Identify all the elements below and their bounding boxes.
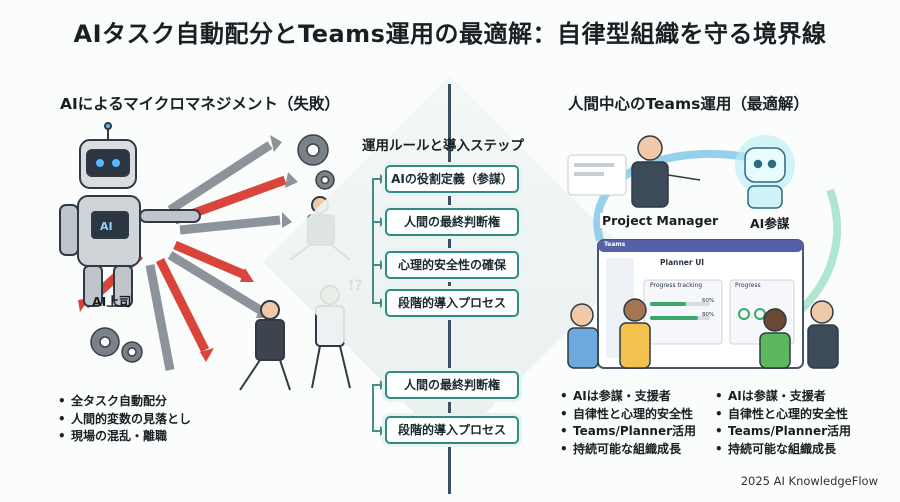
left-section-title: AIによるマイクロマネジメント（失敗） bbox=[60, 95, 340, 113]
list-item: 自律性と心理的安全性 bbox=[560, 406, 696, 424]
progress-label: Progress bbox=[735, 282, 761, 289]
page-title: AIタスク自動配分とTeams運用の最適解：自律型組織を守る境界線 bbox=[73, 20, 827, 48]
list-item: 持続可能な組織成長 bbox=[560, 441, 696, 459]
arrows-chaos bbox=[81, 141, 287, 371]
left-bullet-list: 全タスク自動配分 人間的変数の見落とし 現場の混乱・離職 bbox=[58, 393, 191, 446]
gear-icon bbox=[90, 134, 335, 363]
pm-label: Project Manager bbox=[600, 213, 721, 228]
ai-advisor-figure bbox=[735, 135, 795, 209]
footer-credit: 2025 AI KnowledgeFlow bbox=[740, 474, 878, 488]
step-connector bbox=[372, 217, 386, 227]
list-item: 全タスク自動配分 bbox=[58, 393, 191, 411]
steps-bracket-top bbox=[372, 178, 374, 302]
list-item: 自律性と心理的安全性 bbox=[715, 406, 851, 424]
project-manager-figure bbox=[631, 135, 701, 208]
robot-boss bbox=[59, 122, 201, 307]
middle-section-title: 運用ルールと導入ステップ bbox=[362, 138, 524, 154]
list-item: 人間的変数の見落とし bbox=[58, 411, 191, 429]
right-section-title: 人間中心のTeams運用（最適解） bbox=[568, 95, 809, 113]
step-box-role-definition: AIの役割定義（参謀） bbox=[385, 165, 519, 193]
step-box-final-decision: 人間の最終判断権 bbox=[385, 208, 519, 236]
list-item: AIは参謀・支援者 bbox=[560, 388, 696, 406]
human-centric-illustration bbox=[567, 135, 842, 369]
progress-pct-a: 60% bbox=[702, 298, 715, 304]
planner-ui-label: Planner UI bbox=[660, 258, 705, 267]
micromanagement-illustration: AI !? bbox=[59, 122, 363, 391]
step-box-final-decision-2: 人間の最終判断権 bbox=[385, 371, 519, 399]
list-item: Teams/Planner活用 bbox=[560, 423, 696, 441]
list-item: 持続可能な組織成長 bbox=[715, 441, 851, 459]
list-item: AIは参謀・支援者 bbox=[715, 388, 851, 406]
ai-advisor-label: AI参謀 bbox=[750, 216, 790, 231]
progress-pct-b: 80% bbox=[702, 312, 715, 318]
list-item: Teams/Planner活用 bbox=[715, 423, 851, 441]
steps-bracket-bottom bbox=[372, 384, 374, 430]
step-connector bbox=[372, 426, 386, 436]
list-item: 現場の混乱・離職 bbox=[58, 428, 191, 446]
step-connector bbox=[372, 298, 386, 308]
team-members bbox=[567, 298, 839, 369]
step-box-phased-rollout-2: 段階的導入プロセス bbox=[385, 416, 519, 444]
step-box-phased-rollout: 段階的導入プロセス bbox=[385, 289, 519, 317]
step-box-psychological-safety: 心理的安全性の確保 bbox=[385, 251, 519, 279]
right-bullet-list-a: AIは参謀・支援者 自律性と心理的安全性 Teams/Planner活用 持続可… bbox=[560, 388, 696, 458]
step-connector bbox=[372, 380, 386, 390]
progress-tracking-label: Progress tracking bbox=[650, 282, 703, 289]
step-connector bbox=[372, 174, 386, 184]
step-connector bbox=[372, 260, 386, 270]
right-bullet-list-b: AIは参謀・支援者 自律性と心理的安全性 Teams/Planner活用 持続可… bbox=[715, 388, 851, 458]
robot-label: AI上司 bbox=[92, 294, 132, 309]
robot-screen-text: AI bbox=[100, 220, 113, 233]
teams-app-label: Teams bbox=[604, 241, 626, 248]
